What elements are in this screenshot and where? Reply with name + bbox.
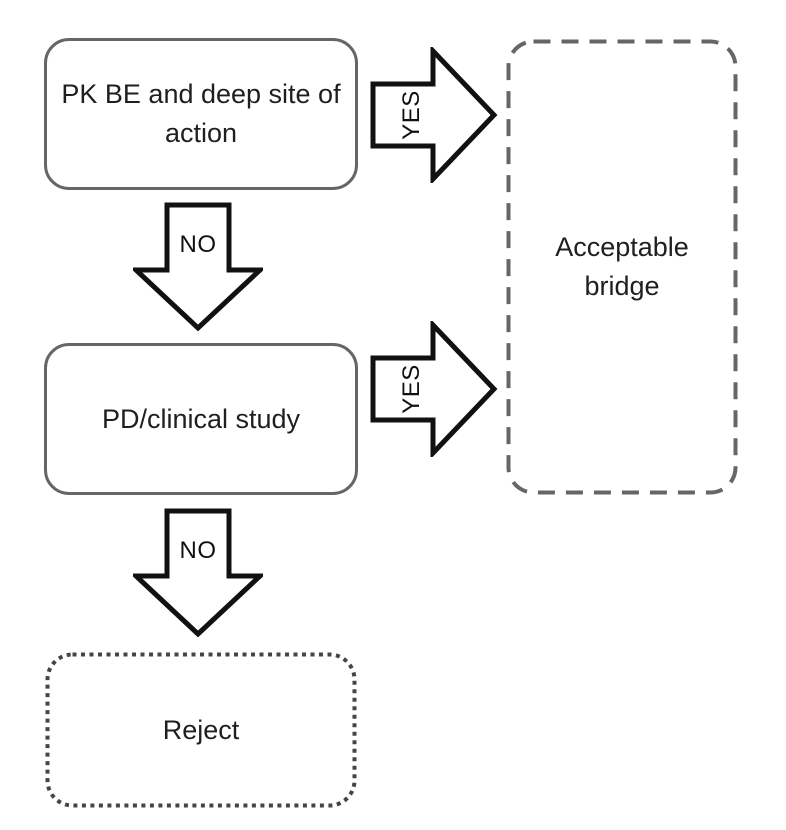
block-arrow-down-icon	[133, 508, 263, 638]
node-acceptable-bridge: Acceptable bridge	[506, 39, 738, 495]
node-pk-be-label: PK BE and deep site of action	[61, 79, 341, 148]
block-arrow-right-icon	[370, 47, 498, 183]
block-arrow-right-icon	[370, 321, 498, 457]
node-pk-be: PK BE and deep site of action	[44, 38, 358, 190]
connector-no-top: NO	[133, 202, 263, 332]
connector-no-top-label: NO	[179, 231, 217, 258]
connector-no-middle: NO	[133, 508, 263, 638]
node-pd-clinical: PD/clinical study	[44, 343, 358, 495]
connector-yes-top: YES	[370, 47, 498, 183]
connector-yes-middle: YES	[370, 321, 498, 457]
node-reject-label: Reject	[162, 714, 240, 745]
block-arrow-down-icon	[133, 202, 263, 332]
connector-yes-middle-label: YES	[398, 364, 425, 414]
connector-yes-top-label: YES	[398, 90, 425, 140]
node-pd-clinical-label: PD/clinical study	[101, 403, 301, 434]
connector-no-middle-label: NO	[179, 537, 217, 564]
node-reject: Reject	[45, 652, 357, 808]
node-acceptable-bridge-label: Acceptable bridge	[555, 232, 689, 301]
